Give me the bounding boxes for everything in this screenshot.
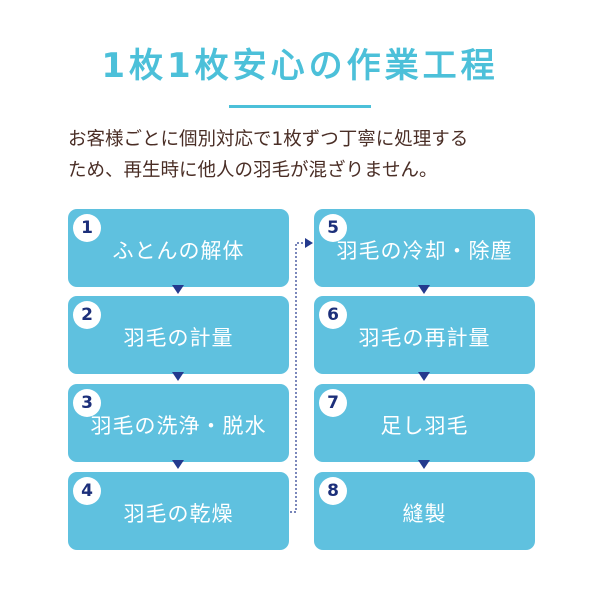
description-line-2: ため、再生時に他人の羽毛が混ざりません。	[68, 160, 438, 181]
down-arrow-icon	[418, 372, 430, 381]
step-3: 3 羽毛の洗浄・脱水	[68, 384, 289, 462]
step-label: 羽毛の洗浄・脱水	[90, 414, 267, 438]
down-arrow-icon	[172, 460, 184, 469]
down-arrow-icon	[172, 285, 184, 294]
down-arrow-icon	[172, 372, 184, 381]
right-arrow-icon	[305, 238, 313, 248]
step-number: 3	[73, 389, 101, 417]
step-5: 5 羽毛の冷却・除塵	[314, 209, 535, 287]
step-number: 7	[319, 389, 347, 417]
step-label: 羽毛の再計量	[358, 326, 491, 350]
step-2: 2 羽毛の計量	[68, 296, 289, 374]
step-number: 4	[73, 477, 101, 505]
step-number: 2	[73, 301, 101, 329]
step-number: 1	[73, 214, 101, 242]
step-label: 羽毛の計量	[123, 326, 234, 350]
down-arrow-icon	[418, 285, 430, 294]
down-arrow-icon	[418, 460, 430, 469]
step-6: 6 羽毛の再計量	[314, 296, 535, 374]
description-line-1: お客様ごとに個別対応で1枚ずつ丁寧に処理する	[68, 129, 469, 150]
step-number: 6	[319, 301, 347, 329]
step-4: 4 羽毛の乾燥	[68, 472, 289, 550]
page-title: 1枚1枚安心の作業工程	[101, 46, 499, 86]
step-number: 8	[319, 477, 347, 505]
step-7: 7 足し羽毛	[314, 384, 535, 462]
step-label: 羽毛の冷却・除塵	[336, 239, 513, 263]
step-number: 5	[319, 214, 347, 242]
step-label: 足し羽毛	[380, 414, 469, 438]
title-underline	[229, 105, 371, 108]
step-8: 8 縫製	[314, 472, 535, 550]
dotted-connector-line	[290, 242, 306, 513]
step-label: 羽毛の乾燥	[123, 502, 234, 526]
step-1: 1 ふとんの解体	[68, 209, 289, 287]
description: お客様ごとに個別対応で1枚ずつ丁寧に処理する ため、再生時に他人の羽毛が混ざりま…	[68, 124, 538, 186]
step-label: ふとんの解体	[112, 239, 245, 263]
step-label: 縫製	[402, 502, 447, 526]
